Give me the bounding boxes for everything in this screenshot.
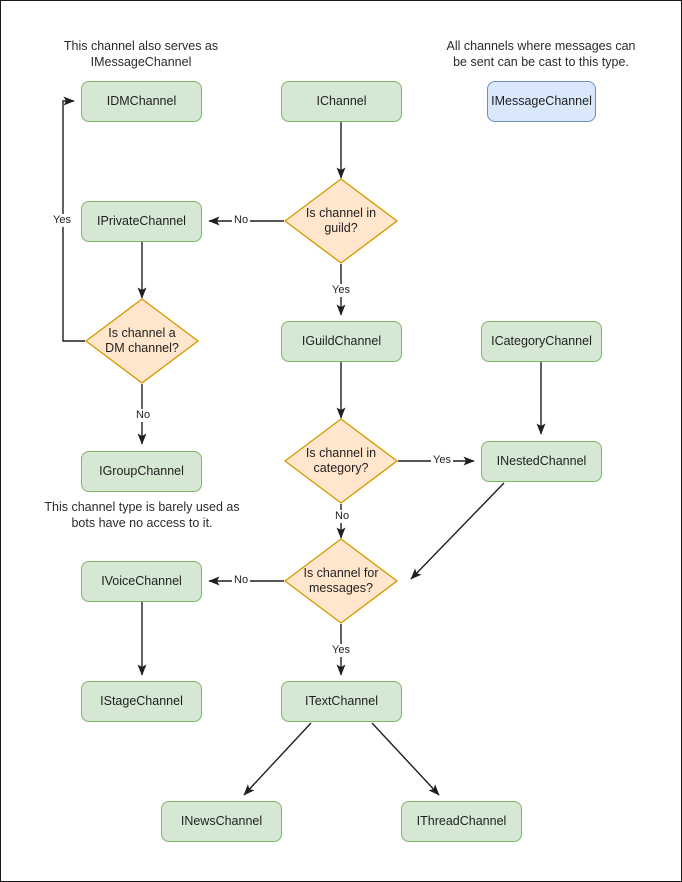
node-decision-is-channel-for-messages[interactable]: Is channel for messages?	[284, 538, 398, 624]
node-igroupchannel[interactable]: IGroupChannel	[81, 451, 202, 492]
node-inewschannel[interactable]: INewsChannel	[161, 801, 282, 842]
note-message-channel: All channels where messages can be sent …	[446, 39, 636, 69]
node-itextchannel[interactable]: ITextChannel	[281, 681, 402, 722]
node-decision-is-channel-a-dm-channel[interactable]: Is channel a DM channel?	[85, 298, 199, 384]
node-idmchannel[interactable]: IDMChannel	[81, 81, 202, 122]
edge-label-messages-no: No	[232, 574, 251, 587]
diamond-shape	[85, 298, 199, 384]
node-icategorychannel[interactable]: ICategoryChannel	[481, 321, 602, 362]
edge-itextchannel-to-ithreadchannel	[371, 722, 440, 796]
node-imessagechannel[interactable]: IMessageChannel	[487, 81, 596, 122]
edge-itextchannel-to-inewschannel	[243, 722, 312, 796]
diamond-shape	[284, 418, 398, 504]
node-iguildchannel[interactable]: IGuildChannel	[281, 321, 402, 362]
node-istagechannel[interactable]: IStageChannel	[81, 681, 202, 722]
edge-inestedchannel-to-messages-decision	[410, 482, 505, 580]
node-ichannel[interactable]: IChannel	[281, 81, 402, 122]
diamond-shape	[284, 178, 398, 264]
note-dm-channel: This channel also serves as IMessageChan…	[63, 39, 219, 69]
edge-label-guild-yes: Yes	[330, 284, 352, 297]
edge-label-category-no: No	[333, 510, 352, 523]
node-ithreadchannel[interactable]: IThreadChannel	[401, 801, 522, 842]
edge-label-category-yes: Yes	[431, 454, 453, 467]
node-inestedchannel[interactable]: INestedChannel	[481, 441, 602, 482]
note-group-channel: This channel type is barely used as bots…	[44, 500, 240, 530]
edge-label-guild-no: No	[232, 214, 251, 227]
node-decision-is-channel-in-category[interactable]: Is channel in category?	[284, 418, 398, 504]
node-ivoicechannel[interactable]: IVoiceChannel	[81, 561, 202, 602]
edge-label-dm-yes: Yes	[51, 214, 73, 227]
edge-label-messages-yes: Yes	[330, 644, 352, 657]
node-iprivatechannel[interactable]: IPrivateChannel	[81, 201, 202, 242]
diamond-shape	[284, 538, 398, 624]
node-decision-is-channel-in-guild[interactable]: Is channel in guild?	[284, 178, 398, 264]
edge-label-dm-no: No	[134, 409, 153, 422]
